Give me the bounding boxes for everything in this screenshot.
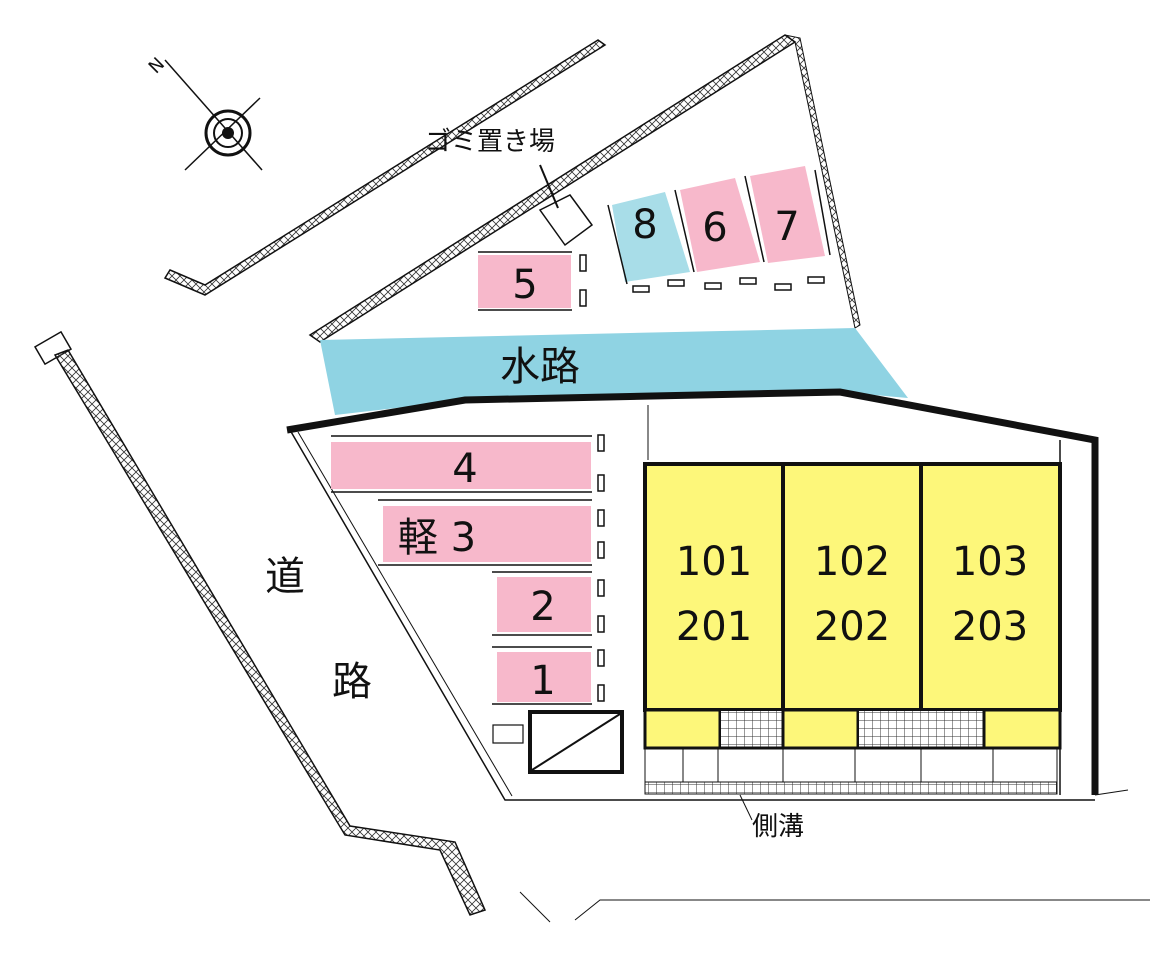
parking-label-3: 軽 3	[398, 515, 476, 561]
parking-label-7: 7	[774, 204, 799, 250]
unit-102-label[interactable]: 102	[814, 539, 890, 585]
compass-north-label: N	[145, 54, 169, 78]
parking-label-5: 5	[512, 262, 537, 308]
parking-lot: 8 6 7 5 4 軽 3 2 1	[331, 166, 831, 705]
road-boundary-wall	[33, 330, 1150, 923]
garbage-area: ゴミ置き場	[425, 127, 594, 247]
road-label-1: 道	[265, 554, 305, 600]
parking-stall-4[interactable]	[331, 442, 591, 489]
parking-stall-3[interactable]	[383, 506, 591, 562]
parking-label-6: 6	[702, 205, 727, 251]
unit-203-label[interactable]: 203	[952, 604, 1028, 650]
apartment-building: 101 201 102 202 103 203	[643, 462, 1062, 782]
parking-label-4: 4	[452, 446, 477, 492]
utility-box	[492, 710, 624, 774]
waterway: 水路	[320, 328, 908, 415]
parking-stall-1[interactable]	[497, 652, 591, 702]
waterway-label: 水路	[500, 344, 580, 390]
unit-201-label[interactable]: 201	[676, 604, 752, 650]
boundary-wall-north	[163, 34, 861, 343]
parking-label-2: 2	[530, 584, 555, 630]
road-label-2: 路	[332, 659, 372, 705]
property-edge-left	[289, 429, 1095, 801]
parking-label-1: 1	[530, 658, 555, 704]
unit-202-label[interactable]: 202	[814, 604, 890, 650]
garbage-label: ゴミ置き場	[425, 127, 555, 157]
parking-stall-2[interactable]	[497, 577, 591, 632]
waterway-fill	[320, 328, 908, 415]
unit-103-label[interactable]: 103	[952, 539, 1028, 585]
compass-icon: N	[145, 54, 263, 171]
property-boundary	[286, 388, 1099, 795]
gutter-label: 側溝	[752, 812, 804, 842]
unit-101-label[interactable]: 101	[676, 539, 752, 585]
parking-stall-5[interactable]	[478, 255, 571, 308]
parking-stall-7[interactable]	[750, 166, 825, 263]
parking-label-8: 8	[632, 202, 657, 248]
gutter-strip	[644, 781, 1058, 795]
parking-stall-6[interactable]	[680, 178, 760, 272]
parking-stall-8[interactable]	[612, 192, 690, 282]
